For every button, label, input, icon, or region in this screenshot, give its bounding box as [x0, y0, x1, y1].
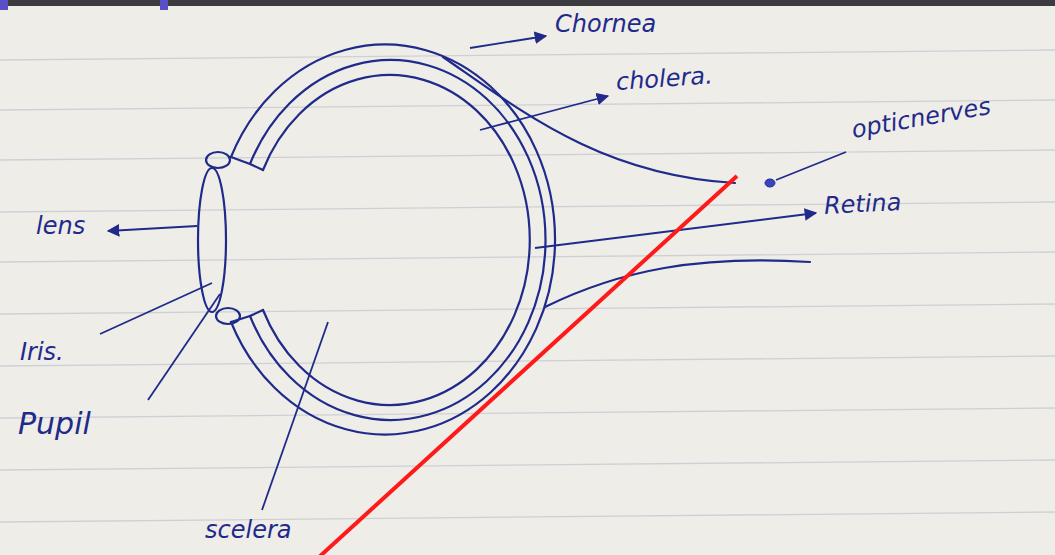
label-sclera: scelera	[205, 516, 291, 545]
page-edge	[0, 0, 1055, 6]
leader-line	[776, 152, 846, 180]
red-stroke	[318, 176, 737, 555]
label-pupil: Pupil	[18, 406, 91, 442]
dot	[765, 179, 775, 187]
lens-shape	[198, 168, 226, 312]
label-lens: lens	[36, 212, 85, 241]
leader-line	[480, 96, 608, 130]
leader-line	[108, 226, 197, 231]
label-iris: Iris.	[20, 338, 64, 367]
leader-line	[470, 36, 546, 48]
iris-knot	[216, 308, 240, 324]
label-retina: Retina	[823, 188, 902, 221]
leader-line	[100, 283, 212, 334]
label-cornea: Chornea	[555, 10, 656, 39]
ruled-lines	[0, 50, 1055, 522]
leaders	[100, 36, 846, 510]
eyeball	[198, 45, 810, 435]
leader-line	[262, 322, 328, 510]
optic-nerve-line	[443, 57, 735, 183]
tab-mark	[0, 0, 8, 10]
front-join	[231, 310, 263, 322]
tab-mark	[160, 0, 168, 10]
iris-knot	[206, 152, 230, 168]
front-join	[231, 157, 263, 170]
optic-nerve-line	[545, 260, 810, 307]
leader-line	[148, 294, 220, 400]
inner-layer	[263, 75, 530, 405]
outer-layer	[231, 45, 555, 435]
middle-layer	[250, 60, 546, 420]
